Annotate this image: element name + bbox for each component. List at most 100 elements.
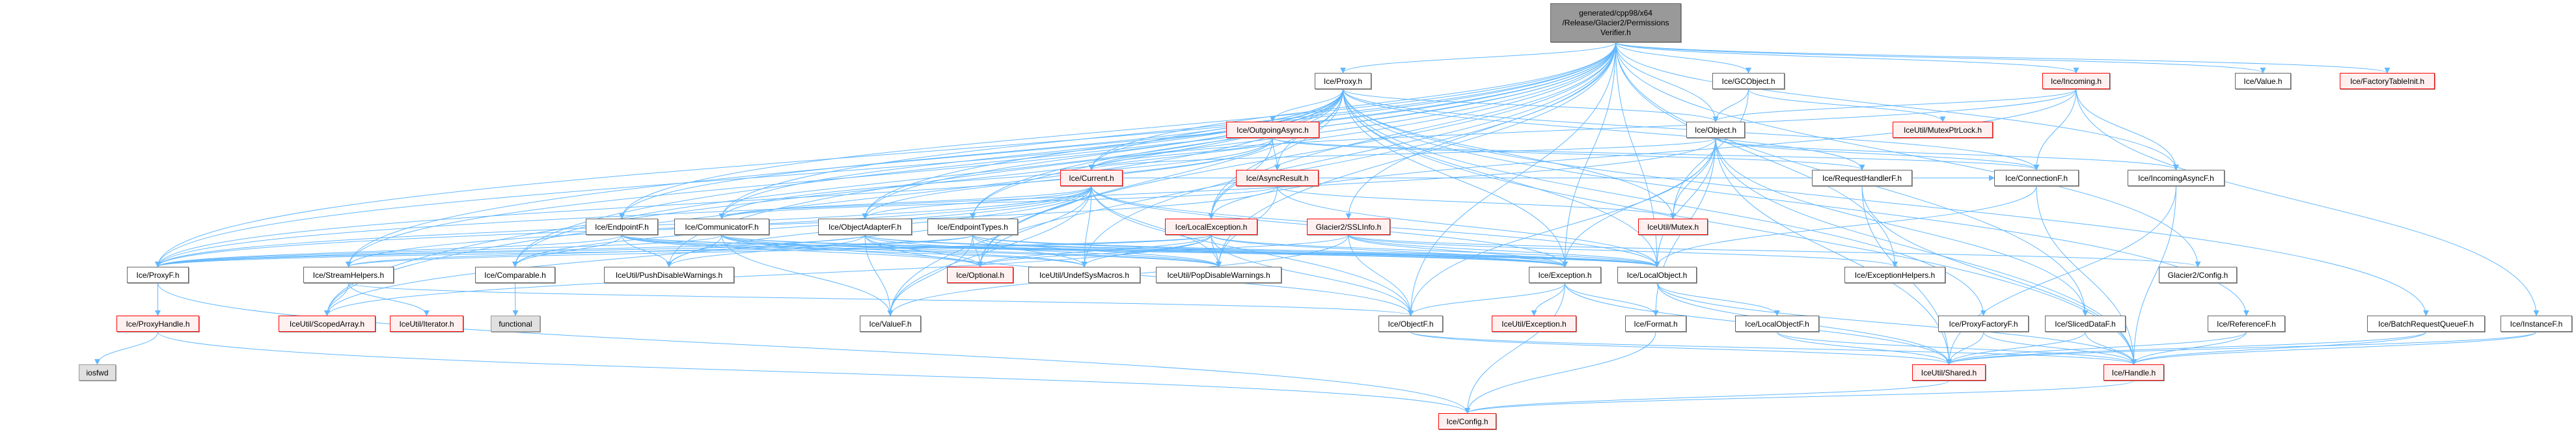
node-functional: functional bbox=[491, 316, 540, 332]
node-proxyf[interactable]: Ice/ProxyF.h bbox=[127, 267, 189, 283]
node-connectionf[interactable]: Ice/ConnectionF.h bbox=[1994, 170, 2079, 186]
edge-object-to-localobject bbox=[1654, 137, 1716, 267]
node-proxyfactoryf[interactable]: Ice/ProxyFactoryF.h bbox=[1938, 316, 2029, 332]
edge-referencef-to-shared bbox=[1946, 331, 2247, 365]
edge-instancef-to-shared bbox=[1946, 331, 2537, 365]
edge-localexception-to-proxyf bbox=[155, 234, 1212, 267]
edge-root-to-gcobject bbox=[1615, 42, 1751, 74]
node-exceptionhelpers[interactable]: Ice/ExceptionHelpers.h bbox=[1844, 267, 1945, 283]
edge-object-to-shared bbox=[1715, 137, 1952, 365]
node-object[interactable]: Ice/Object.h bbox=[1686, 122, 1745, 138]
edge-localexception-to-scopedarray bbox=[324, 234, 1212, 316]
node-asyncresult[interactable]: Ice/AsyncResult.h bbox=[1236, 170, 1319, 186]
edge-outgoingasync-to-proxyf bbox=[155, 137, 1273, 267]
node-gcobject[interactable]: Ice/GCObject.h bbox=[1712, 73, 1785, 89]
node-endpointtypes[interactable]: Ice/EndpointTypes.h bbox=[927, 219, 1018, 235]
edge-localexception-to-streamhelpers bbox=[346, 234, 1212, 267]
node-batchrequestqueuef[interactable]: Ice/BatchRequestQueueF.h bbox=[2367, 316, 2485, 332]
edge-outgoingasync-to-requesthandlerf bbox=[1272, 137, 1865, 170]
node-handle[interactable]: Ice/Handle.h bbox=[2103, 364, 2164, 381]
node-comparable[interactable]: Ice/Comparable.h bbox=[475, 267, 555, 283]
node-streamhelpers[interactable]: Ice/StreamHelpers.h bbox=[303, 267, 394, 283]
edge-root-to-exceptionhelpers bbox=[1615, 42, 1898, 267]
node-localobjectf[interactable]: Ice/LocalObjectF.h bbox=[1735, 316, 1819, 332]
edge-format-to-config bbox=[1464, 331, 1656, 414]
node-requesthandlerf[interactable]: Ice/RequestHandlerF.h bbox=[1812, 170, 1912, 186]
edge-incoming-to-connectionf bbox=[2033, 88, 2077, 170]
edge-sslinfo-to-localobject bbox=[1348, 234, 1660, 267]
node-incomingasyncf[interactable]: Ice/IncomingAsyncF.h bbox=[2128, 170, 2225, 186]
edge-streamhelpers-to-objectf bbox=[348, 282, 1414, 316]
node-proxyhandle[interactable]: Ice/ProxyHandle.h bbox=[116, 316, 199, 332]
node-endpointf[interactable]: Ice/EndpointF.h bbox=[586, 219, 658, 235]
edge-outgoingasync-to-connectionf bbox=[1272, 137, 2040, 170]
node-incoming[interactable]: Ice/Incoming.h bbox=[2042, 73, 2110, 89]
node-communicatorf[interactable]: Ice/CommunicatorF.h bbox=[674, 219, 769, 235]
edge-localexception-to-optional bbox=[977, 234, 1212, 267]
edge-incoming-to-current bbox=[1088, 88, 2077, 170]
node-proxy[interactable]: Ice/Proxy.h bbox=[1315, 73, 1371, 89]
node-config[interactable]: Ice/Config.h bbox=[1438, 413, 1496, 429]
edge-object-to-incomingasyncf bbox=[1715, 137, 2179, 170]
edge-batchrequestqueuef-to-handle bbox=[2131, 331, 2426, 365]
node-iceutil-exception[interactable]: IceUtil/Exception.h bbox=[1492, 316, 1576, 332]
node-pushdisablewarnings[interactable]: IceUtil/PushDisableWarnings.h bbox=[604, 267, 734, 283]
edge-endpointtypes-to-valuef bbox=[887, 234, 973, 316]
node-format[interactable]: Ice/Format.h bbox=[1625, 316, 1686, 332]
edge-incoming-to-incomingasyncf bbox=[2076, 88, 2179, 170]
node-outgoingasync[interactable]: Ice/OutgoingAsync.h bbox=[1226, 122, 1319, 138]
edge-proxy-to-localexception bbox=[1208, 88, 1343, 219]
edge-root-to-optional bbox=[977, 42, 1616, 267]
edge-sslinfo-to-glacierconfig bbox=[1348, 234, 2201, 267]
edge-proxy-to-endpointf bbox=[619, 88, 1343, 219]
edge-current-to-valuef bbox=[887, 185, 1092, 316]
edge-exception-to-config bbox=[1464, 282, 1565, 414]
edge-incoming-to-instancef bbox=[2076, 88, 2540, 316]
edge-objectf-to-shared bbox=[1410, 331, 1952, 365]
edge-proxyfactoryf-to-handle bbox=[1983, 331, 2137, 365]
edge-comparable-to-functional bbox=[512, 282, 519, 316]
edge-object-to-sliceddataf bbox=[1715, 137, 2089, 316]
node-iterator[interactable]: IceUtil/Iterator.h bbox=[390, 316, 463, 332]
edge-root-to-undefsysmacros bbox=[1081, 42, 1616, 267]
node-referencef[interactable]: Ice/ReferenceF.h bbox=[2208, 316, 2285, 332]
edge-root-to-object bbox=[1615, 42, 1719, 122]
node-value[interactable]: Ice/Value.h bbox=[2235, 73, 2291, 89]
node-sliceddataf[interactable]: Ice/SlicedDataF.h bbox=[2045, 316, 2126, 332]
node-root-permissions-verifier[interactable]: generated/cpp98/x64 /Release/Glacier2/Pe… bbox=[1550, 3, 1681, 42]
edge-streamhelpers-to-scopedarray bbox=[324, 282, 349, 316]
node-shared[interactable]: IceUtil/Shared.h bbox=[1912, 364, 1986, 381]
node-localexception[interactable]: Ice/LocalException.h bbox=[1165, 219, 1257, 235]
node-scopedarray[interactable]: IceUtil/ScopedArray.h bbox=[279, 316, 376, 332]
node-undefsysmacros[interactable]: IceUtil/UndefSysMacros.h bbox=[1028, 267, 1140, 283]
node-objectadapterf[interactable]: Ice/ObjectAdapterF.h bbox=[818, 219, 912, 235]
node-glacier2-config[interactable]: Glacier2/Config.h bbox=[2159, 267, 2237, 283]
edge-root-to-objectf bbox=[1408, 42, 1616, 316]
edge-asyncresult-to-mutex bbox=[1277, 185, 1676, 219]
edge-sslinfo-to-optional bbox=[977, 234, 1349, 267]
node-current[interactable]: Ice/Current.h bbox=[1060, 170, 1123, 186]
edge-streamhelpers-to-iterator bbox=[348, 282, 430, 316]
edge-instancef-to-handle bbox=[2131, 331, 2537, 365]
edge-asyncresult-to-communicatorf bbox=[719, 185, 1278, 219]
edge-localexception-to-exception bbox=[1211, 234, 1568, 267]
edge-sslinfo-to-exception bbox=[1348, 234, 1568, 267]
edge-endpointtypes-to-undefsysmacros bbox=[972, 234, 1088, 267]
node-optional[interactable]: Ice/Optional.h bbox=[947, 267, 1013, 283]
node-factorytableinit[interactable]: Ice/FactoryTableInit.h bbox=[2340, 73, 2435, 89]
edge-localexception-to-localobject bbox=[1211, 234, 1660, 267]
node-popdisablewarnings[interactable]: IceUtil/PopDisableWarnings.h bbox=[1156, 267, 1281, 283]
node-exception[interactable]: Ice/Exception.h bbox=[1529, 267, 1601, 283]
node-localobject[interactable]: Ice/LocalObject.h bbox=[1617, 267, 1697, 283]
node-mutex[interactable]: IceUtil/Mutex.h bbox=[1638, 219, 1708, 235]
node-sslinfo[interactable]: Glacier2/SSLInfo.h bbox=[1307, 219, 1390, 235]
edge-sslinfo-to-objectf bbox=[1348, 234, 1414, 316]
node-mutexptrlock[interactable]: IceUtil/MutexPtrLock.h bbox=[1893, 122, 1993, 138]
node-valuef[interactable]: Ice/ValueF.h bbox=[860, 316, 921, 332]
edge-proxy-to-outgoingasync bbox=[1270, 88, 1343, 122]
edge-endpointtypes-to-streamhelpers bbox=[346, 234, 973, 267]
node-objectf[interactable]: Ice/ObjectF.h bbox=[1378, 316, 1443, 332]
node-instancef[interactable]: Ice/InstanceF.h bbox=[2501, 316, 2572, 332]
